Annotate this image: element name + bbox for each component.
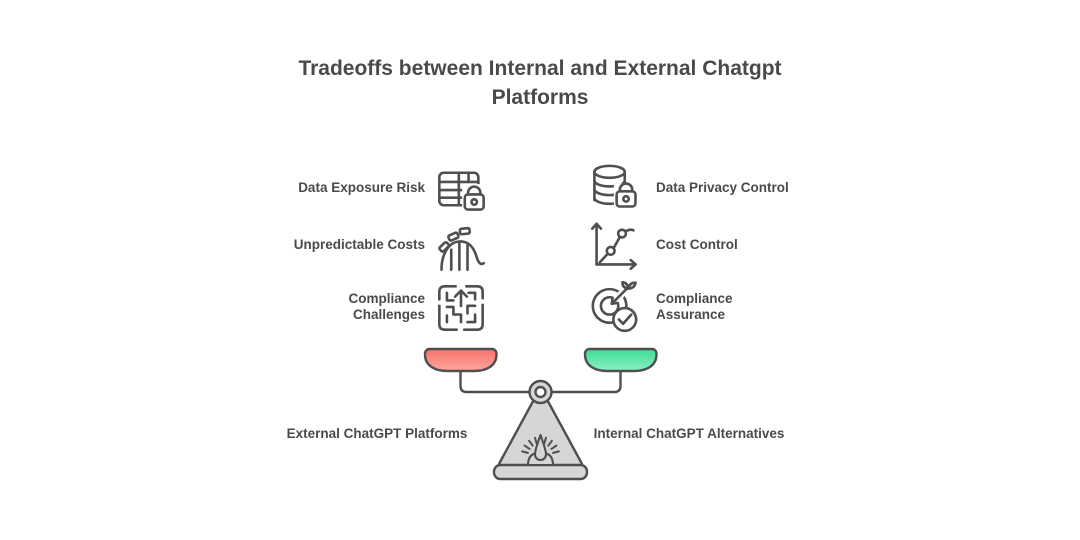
growth-chart-icon <box>589 220 641 272</box>
label-data-privacy-control: Data Privacy Control <box>656 180 789 195</box>
left-platform-label: External ChatGPT Platforms <box>286 426 468 441</box>
scale-base <box>492 463 589 481</box>
page-title: Tradeoffs between Internal and External … <box>298 57 782 109</box>
label-unpredictable-costs: Unpredictable Costs <box>293 237 425 252</box>
roller-coaster-icon <box>435 222 487 274</box>
scale-dial-ticks <box>521 436 560 454</box>
table-lock-icon <box>435 163 487 215</box>
label-compliance-assurance: Compliance Assurance <box>656 291 733 322</box>
right-platform-label: Internal ChatGPT Alternatives <box>593 426 785 441</box>
left-scale-pan <box>423 347 498 373</box>
scale-needle <box>533 433 548 461</box>
right-scale-pan <box>583 347 658 373</box>
label-data-exposure-risk: Data Exposure Risk <box>298 180 425 195</box>
maze-arrow-icon <box>435 282 487 334</box>
scale-pivot-hole <box>534 385 547 399</box>
target-check-icon <box>589 281 641 333</box>
balance-scale <box>410 344 670 484</box>
label-cost-control: Cost Control <box>656 237 738 252</box>
database-lock-icon <box>589 161 641 213</box>
label-compliance-challenges: Compliance Challenges <box>348 291 425 322</box>
